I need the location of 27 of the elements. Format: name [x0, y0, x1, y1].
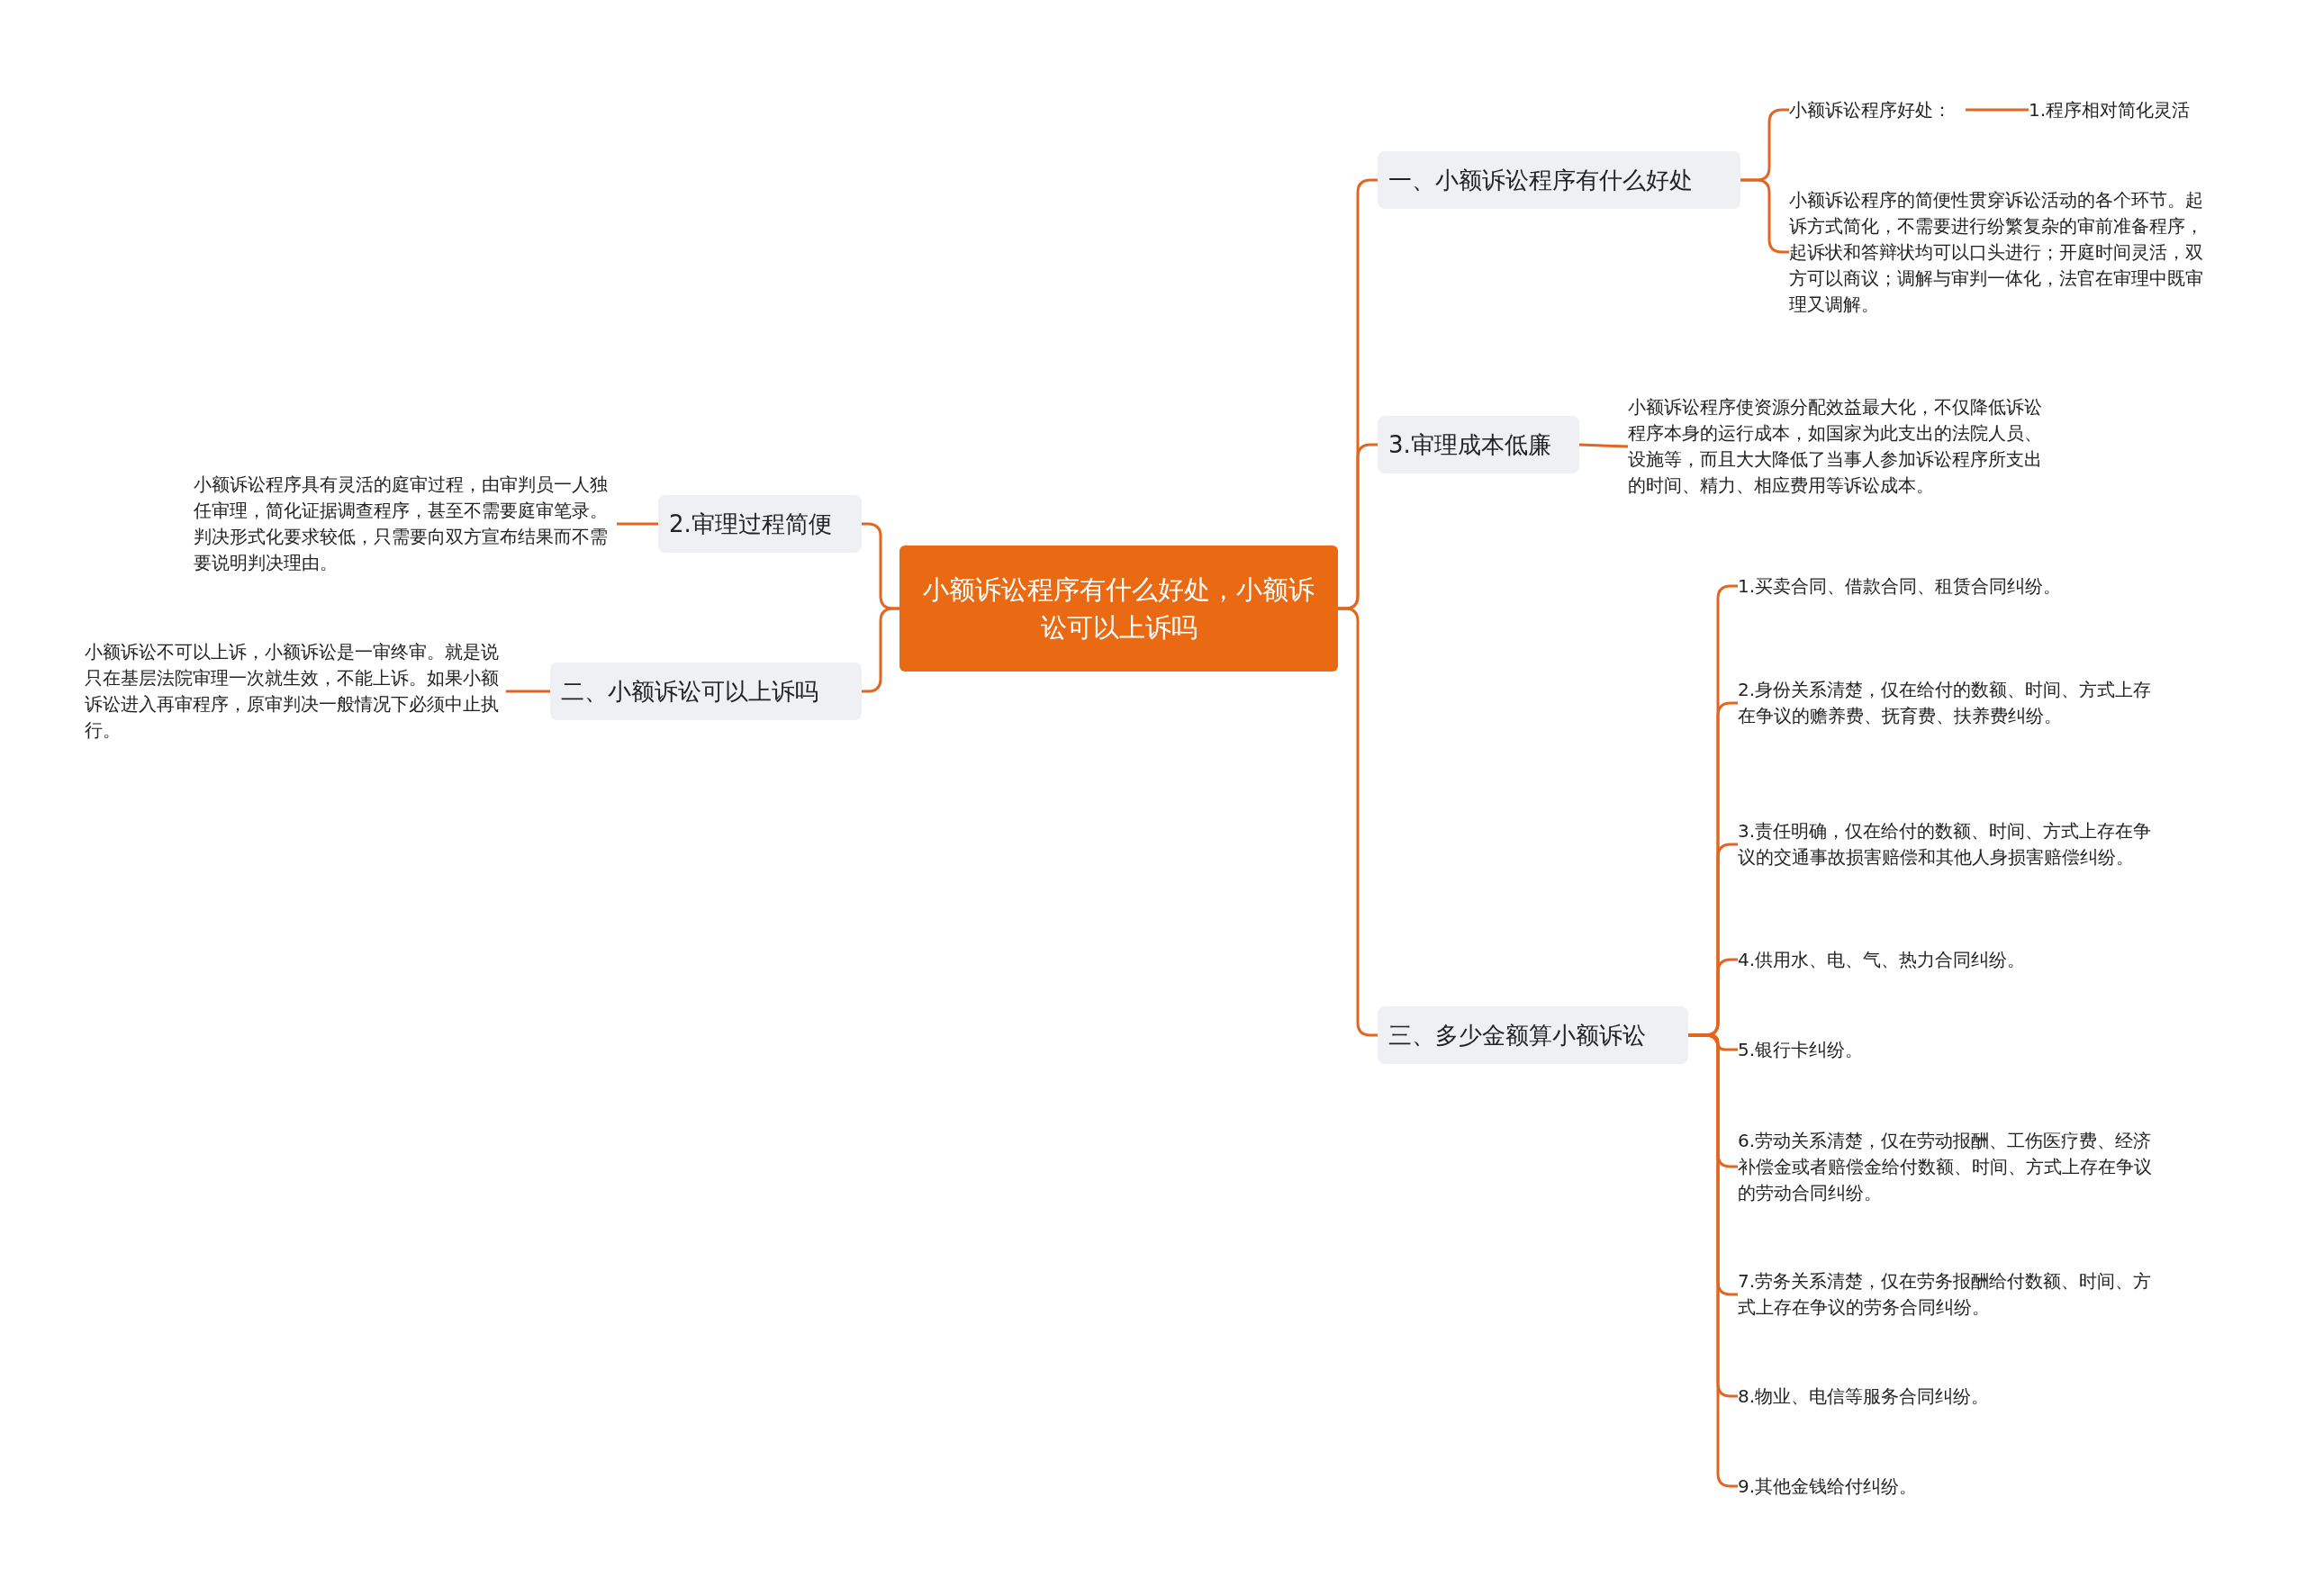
topic-box: 2.审理过程简便: [658, 495, 862, 553]
connector-line: [862, 607, 899, 693]
topic-box: 三、多少金额算小额诉讼: [1378, 1006, 1688, 1064]
connector-line: [1578, 443, 1629, 448]
note-text: 6.劳动关系清楚，仅在劳动报酬、工伤医疗费、经济补偿金或者赔偿金给付数额、时间、方式上存在争议的劳动合同纠纷。: [1738, 1125, 2161, 1208]
note-text: 小额诉讼程序好处：: [1789, 94, 1966, 126]
note-text: 小额诉讼程序使资源分配效益最大化，不仅降低诉讼程序本身的运行成本，如国家为此支出的法院人员、设施等，而且大大降低了当事人参加诉讼程序所支出的时间、精力、相应费用等诉讼成本。: [1628, 379, 2051, 514]
note-text: 3.责任明确，仅在给付的数额、时间、方式上存在争议的交通事故损害赔偿和其他人身损害赔偿纠纷。: [1738, 803, 2161, 886]
note-text: 1.程序相对简化灵活: [2029, 94, 2218, 126]
note-text: 5.银行卡纠纷。: [1738, 1033, 2161, 1066]
topic-box: 3.审理成本低廉: [1378, 416, 1579, 473]
central-topic-box: 小额诉讼程序有什么好处，小额诉讼可以上诉吗: [899, 546, 1338, 672]
note-text: 7.劳务关系清楚，仅在劳务报酬给付数额、时间、方式上存在争议的劳务合同纠纷。: [1738, 1266, 2161, 1323]
connector-line: [506, 690, 550, 693]
connector-line: [1966, 108, 2029, 112]
topic-box: 二、小额诉讼可以上诉吗: [550, 663, 862, 720]
connector-line: [617, 522, 658, 526]
note-text: 8.物业、电信等服务合同纠纷。: [1738, 1380, 2161, 1412]
note-text: 1.买卖合同、借款合同、租赁合同纠纷。: [1738, 570, 2161, 602]
note-text: 9.其他金钱给付纠纷。: [1738, 1470, 2161, 1502]
note-text: 2.身份关系清楚，仅在给付的数额、时间、方式上存在争议的赡养费、抚育费、扶养费纠纷。: [1738, 662, 2161, 744]
note-text: 4.供用水、电、气、热力合同纠纷。: [1738, 943, 2161, 976]
connector-line: [1338, 607, 1378, 1037]
topic-box: 一、小额诉讼程序有什么好处: [1378, 151, 1740, 209]
note-text: 小额诉讼程序的简便性贯穿诉讼活动的各个环节。起诉方式简化，不需要进行纷繁复杂的审前准备程序，起诉状和答辩状均可以口头进行；开庭时间灵活，双方可以商议；调解与审判一体化，法官在审理中既审理又调解。: [1789, 185, 2212, 320]
note-text: 小额诉讼程序具有灵活的庭审过程，由审判员一人独任审理，简化证据调查程序，甚至不需要庭审笔录。判决形式化要求较低，只需要向双方宣布结果而不需要说明判决理由。: [194, 468, 617, 580]
note-text: 小额诉讼不可以上诉，小额诉讼是一审终审。就是说只在基层法院审理一次就生效，不能上诉。如果小额诉讼进入再审程序，原审判决一般情况下必须中止执行。: [85, 636, 506, 747]
